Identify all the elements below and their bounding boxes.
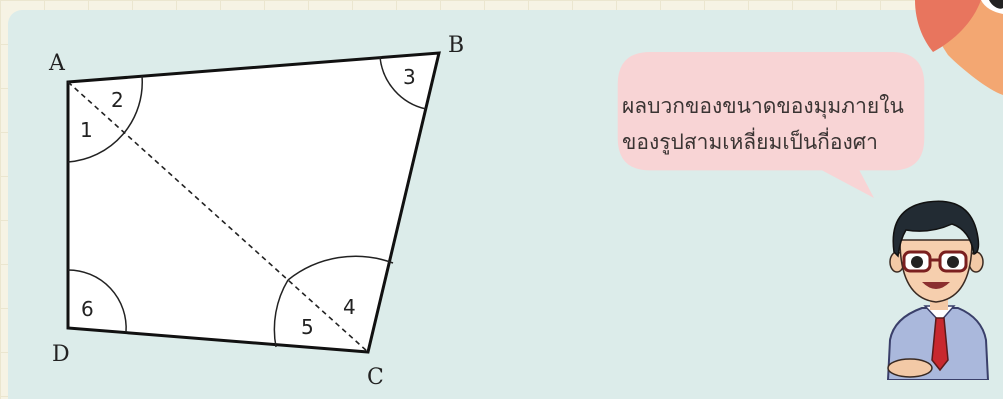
speech-line-1: ผลบวกของขนาดของมุมภายใน (622, 94, 904, 118)
quadrilateral-abcd (66, 51, 441, 354)
vertex-label-a: A (48, 51, 66, 76)
vertex-label-d: D (52, 342, 70, 367)
angle-label-5: 5 (301, 315, 314, 339)
angle-label-1: 1 (80, 118, 93, 142)
arc-angle-c-upper (287, 255, 394, 281)
speech-line-2: ของรูปสามเหลี่ยมเป็นกี่องศา (622, 130, 878, 154)
angle-label-3: 3 (403, 65, 416, 89)
arc-angle-d (67, 269, 127, 333)
arc-angle-c-lower (273, 279, 289, 348)
speech-bubble-text: ผลบวกของขนาดของมุมภายใน ของรูปสามเหลี่ยม… (622, 88, 952, 160)
angle-label-4: 4 (343, 295, 356, 319)
teacher-character (886, 200, 990, 380)
arc-angle-b (379, 56, 427, 110)
corner-decoration (915, 0, 1003, 95)
angle-label-6: 6 (81, 297, 94, 321)
speech-bubble (617, 52, 925, 198)
angle-label-2: 2 (111, 88, 124, 112)
arc-angle-a (67, 75, 143, 163)
vertex-label-c: C (367, 365, 384, 390)
vertex-label-b: B (448, 33, 464, 58)
diagonal-ac (67, 81, 369, 353)
